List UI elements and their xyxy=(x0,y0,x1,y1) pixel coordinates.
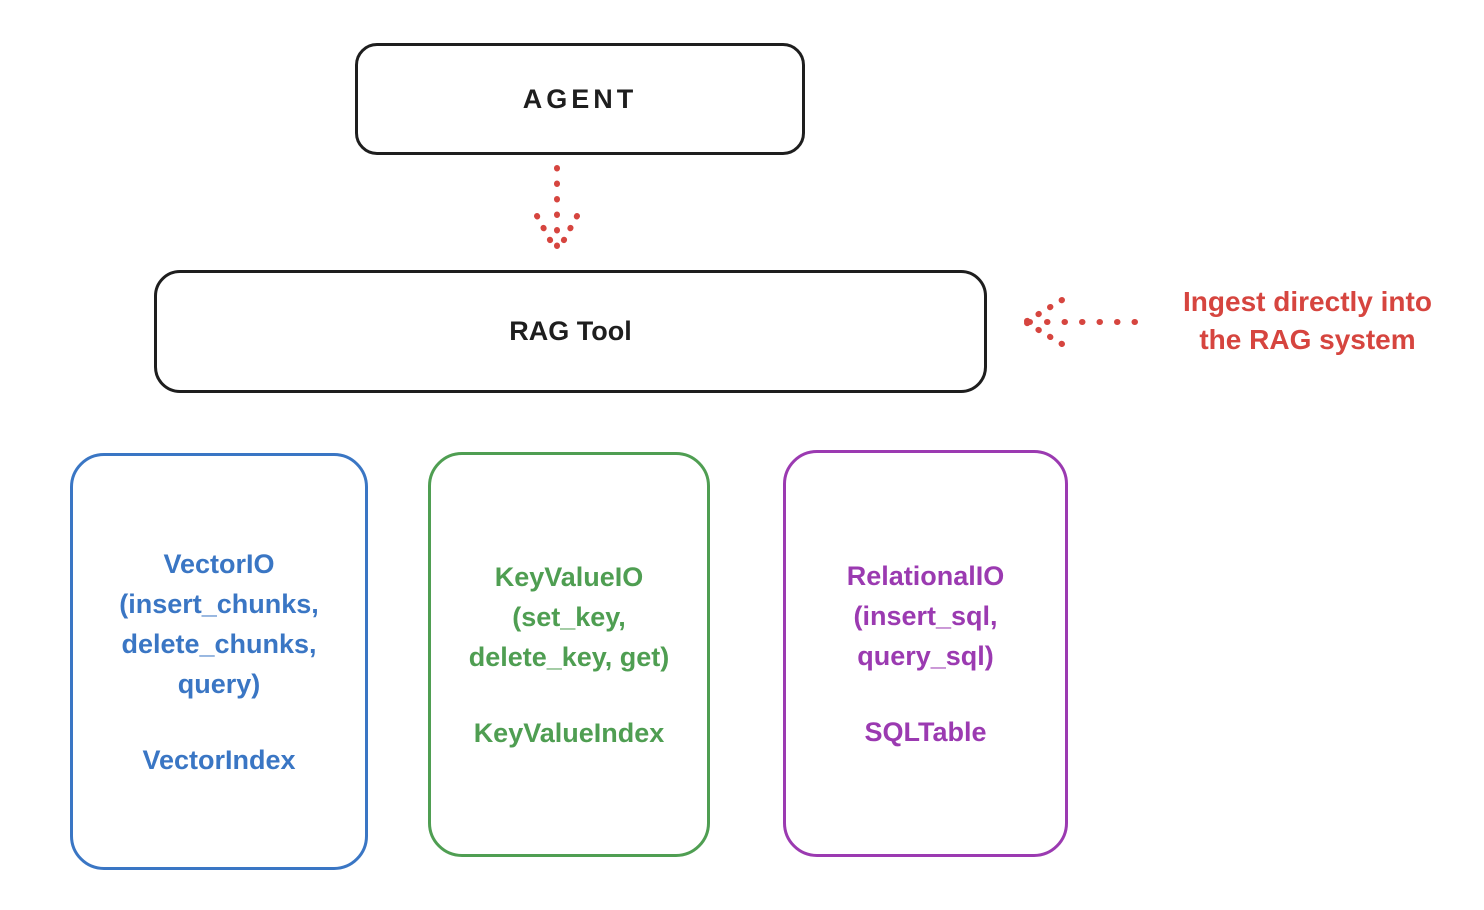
io-line: query_sql) xyxy=(857,640,994,671)
io-line: (set_key, xyxy=(512,601,626,632)
ingest-annotation-line1: Ingest directly into xyxy=(1183,286,1432,317)
io-line: delete_chunks, xyxy=(121,628,317,659)
keyvalue-io-box: KeyValueIO (set_key, delete_key, get) Ke… xyxy=(428,452,710,857)
agent-label: AGENT xyxy=(522,83,638,114)
rag-tool-box: RAG Tool xyxy=(154,270,987,393)
keyvalue-io-text: KeyValueIO (set_key, delete_key, get) Ke… xyxy=(469,557,670,753)
ingest-annotation: Ingest directly into the RAG system xyxy=(1140,283,1475,359)
agent-box: AGENT xyxy=(355,43,805,155)
io-line: (insert_sql, xyxy=(853,600,998,631)
vector-io-text: VectorIO (insert_chunks, delete_chunks, … xyxy=(119,544,319,780)
vector-index-label: VectorIndex xyxy=(142,744,296,775)
keyvalue-index-label: KeyValueIndex xyxy=(473,717,665,748)
vector-io-box: VectorIO (insert_chunks, delete_chunks, … xyxy=(70,453,368,870)
down-dotted-arrow-icon xyxy=(534,165,580,254)
left-dotted-arrow-icon xyxy=(1024,297,1138,347)
relational-io-text: RelationalIO (insert_sql, query_sql) SQL… xyxy=(847,556,1005,752)
relational-io-box: RelationalIO (insert_sql, query_sql) SQL… xyxy=(783,450,1068,857)
io-line: KeyValueIO xyxy=(494,561,644,592)
sql-table-label: SQLTable xyxy=(864,716,987,747)
ingest-annotation-line2: the RAG system xyxy=(1199,324,1416,355)
io-line: delete_key, get) xyxy=(468,641,670,672)
io-line: RelationalIO xyxy=(846,560,1005,591)
rag-tool-label: RAG Tool xyxy=(509,316,632,346)
io-line: (insert_chunks, xyxy=(119,588,319,619)
io-line: query) xyxy=(177,668,261,699)
io-line: VectorIO xyxy=(163,548,275,579)
